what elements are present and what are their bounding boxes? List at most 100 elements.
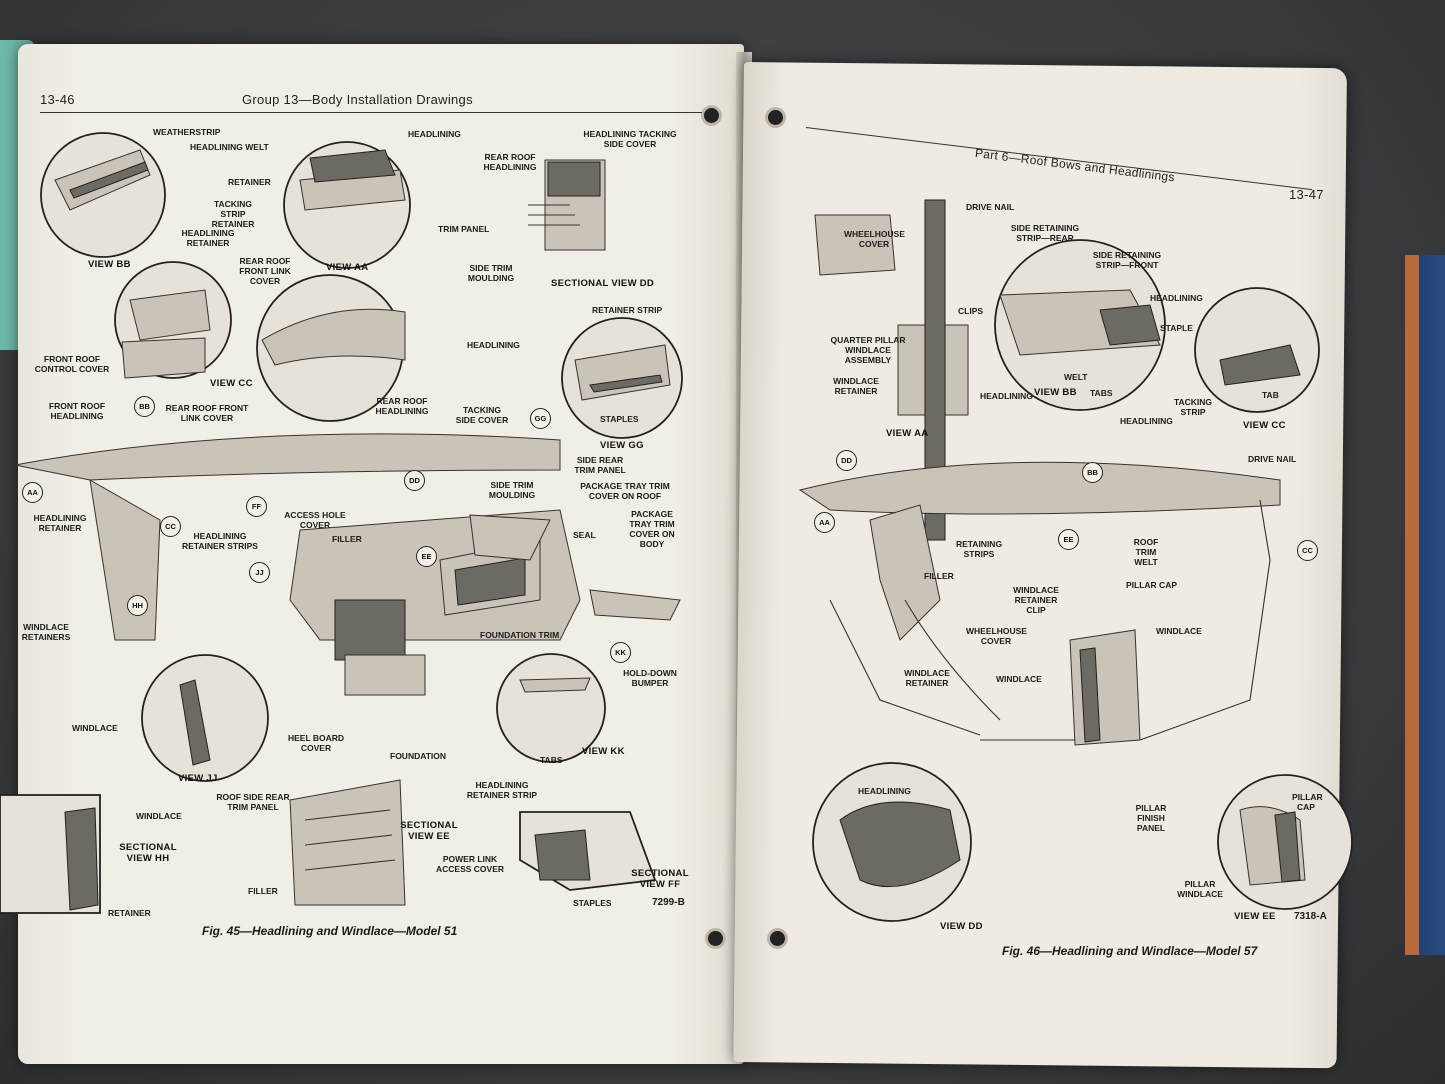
callout-circle: HH xyxy=(127,595,148,616)
label: TABS xyxy=(1090,388,1113,398)
label: FOUNDATION xyxy=(390,751,447,761)
label: REAR ROOF HEADLINING xyxy=(483,152,537,172)
label: WEATHERSTRIP xyxy=(153,127,221,137)
callout-circle: EE xyxy=(416,546,437,567)
binding-hole xyxy=(704,108,719,123)
view-label: VIEW JJ xyxy=(178,773,218,784)
label: PILLAR CAP xyxy=(1292,792,1323,812)
label: PILLAR WINDLACE xyxy=(1177,879,1223,899)
label: WINDLACE xyxy=(1156,626,1202,636)
label: WINDLACE xyxy=(996,674,1042,684)
view-label: VIEW KK xyxy=(582,746,625,757)
label: WINDLACE xyxy=(72,723,118,733)
label: SIDE RETAINING STRIP—FRONT xyxy=(1092,250,1162,270)
label: FILLER xyxy=(924,571,954,581)
label: FILLER xyxy=(248,886,278,896)
label: WHEELHOUSE COVER xyxy=(844,229,905,249)
callout-circle: FF xyxy=(246,496,267,517)
view-label: SECTIONAL VIEW DD xyxy=(551,278,655,289)
view-label: SECTIONAL VIEW EE xyxy=(400,820,458,842)
label: WINDLACE xyxy=(136,811,182,821)
header-rule xyxy=(40,112,702,113)
label: DRIVE NAIL xyxy=(1248,454,1297,464)
label: HEADLINING RETAINER xyxy=(181,228,235,248)
callout-circle: EE xyxy=(1058,529,1079,550)
callout-circle: GG xyxy=(530,408,551,429)
page-header: Group 13—Body Installation Drawings xyxy=(242,92,473,107)
label: SIDE REAR TRIM PANEL xyxy=(574,455,626,475)
callout-circle: CC xyxy=(1297,540,1318,561)
view-label: SECTIONAL VIEW FF xyxy=(631,868,689,890)
label: WINDLACE RETAINER CLIP xyxy=(1013,585,1059,615)
label: REAR ROOF FRONT LINK COVER xyxy=(239,256,291,286)
label: HEADLINING TACKING SIDE COVER xyxy=(583,129,677,149)
label: HEADLINING RETAINER STRIPS xyxy=(182,531,258,551)
drawing-code: 7299-B xyxy=(652,897,685,908)
label: SEAL xyxy=(573,530,596,540)
label: SIDE TRIM MOULDING xyxy=(467,263,515,283)
label: WINDLACE RETAINER xyxy=(833,376,879,396)
label: SIDE RETAINING STRIP—REAR xyxy=(1010,223,1080,243)
label: HEADLINING xyxy=(980,391,1033,401)
callout-circle: BB xyxy=(1082,462,1103,483)
label: ROOF SIDE REAR TRIM PANEL xyxy=(216,792,290,812)
label: TACKING SIDE COVER xyxy=(455,405,509,425)
callout-circle: AA xyxy=(814,512,835,533)
callout-circle: KK xyxy=(610,642,631,663)
label: HEADLINING xyxy=(408,129,461,139)
label: ACCESS HOLE COVER xyxy=(284,510,346,530)
label: PILLAR CAP xyxy=(1126,580,1177,590)
label: CLIPS xyxy=(958,306,984,316)
label: HEADLINING xyxy=(1120,416,1173,426)
label: PACKAGE TRAY TRIM COVER ON BODY xyxy=(629,509,675,549)
label: HEADLINING WELT xyxy=(190,142,269,152)
view-label: VIEW BB xyxy=(1034,387,1077,398)
page-number: 13-47 xyxy=(1289,187,1324,202)
label: TAB xyxy=(1262,390,1279,400)
label: RETAINER xyxy=(228,177,271,187)
blue-box xyxy=(1405,255,1445,955)
view-label: VIEW AA xyxy=(326,262,369,273)
label: FILLER xyxy=(332,534,362,544)
view-label: VIEW CC xyxy=(210,378,253,389)
label: TRIM PANEL xyxy=(438,224,490,234)
label: WHEELHOUSE COVER xyxy=(966,626,1027,646)
binding-hole xyxy=(708,931,723,946)
label: DRIVE NAIL xyxy=(966,202,1015,212)
callout-circle: DD xyxy=(836,450,857,471)
callout-circle: DD xyxy=(404,470,425,491)
label: HOLD-DOWN BUMPER xyxy=(623,668,677,688)
label: TABS xyxy=(540,755,563,765)
label: PACKAGE TRAY TRIM COVER ON ROOF xyxy=(580,481,670,501)
label: FRONT ROOF HEADLINING xyxy=(48,401,106,421)
label: WELT xyxy=(1064,372,1088,382)
label: REAR ROOF FRONT LINK COVER xyxy=(165,403,249,423)
label: WINDLACE RETAINERS xyxy=(21,622,71,642)
label: STAPLE xyxy=(1160,323,1193,333)
label: HEADLINING xyxy=(858,786,911,796)
label: FRONT ROOF CONTROL COVER xyxy=(34,354,110,374)
binding-hole xyxy=(770,931,785,946)
label: HEADLINING xyxy=(467,340,520,350)
callout-circle: JJ xyxy=(249,562,270,583)
label: HEADLINING RETAINER xyxy=(33,513,87,533)
label: TACKING STRIP xyxy=(1173,397,1213,417)
label: PILLAR FINISH PANEL xyxy=(1135,803,1167,833)
label: POWER LINK ACCESS COVER xyxy=(435,854,504,874)
label: SIDE TRIM MOULDING xyxy=(488,480,536,500)
callout-circle: CC xyxy=(160,516,181,537)
label: REAR ROOF HEADLINING xyxy=(375,396,429,416)
view-label: VIEW CC xyxy=(1243,420,1286,431)
callout-circle: BB xyxy=(134,396,155,417)
label: TACKING STRIP RETAINER xyxy=(211,199,255,229)
label: RETAINER STRIP xyxy=(592,305,663,315)
label: FOUNDATION TRIM xyxy=(480,630,560,640)
figure-caption: Fig. 45—Headlining and Windlace—Model 51 xyxy=(202,924,458,938)
view-label: VIEW GG xyxy=(600,440,644,451)
label: WINDLACE RETAINER xyxy=(904,668,950,688)
view-label: SECTIONAL VIEW HH xyxy=(119,842,177,864)
label: HEADLINING RETAINER STRIP xyxy=(466,780,538,800)
figure-caption: Fig. 46—Headlining and Windlace—Model 57 xyxy=(1002,944,1258,958)
label: STAPLES xyxy=(573,898,612,908)
